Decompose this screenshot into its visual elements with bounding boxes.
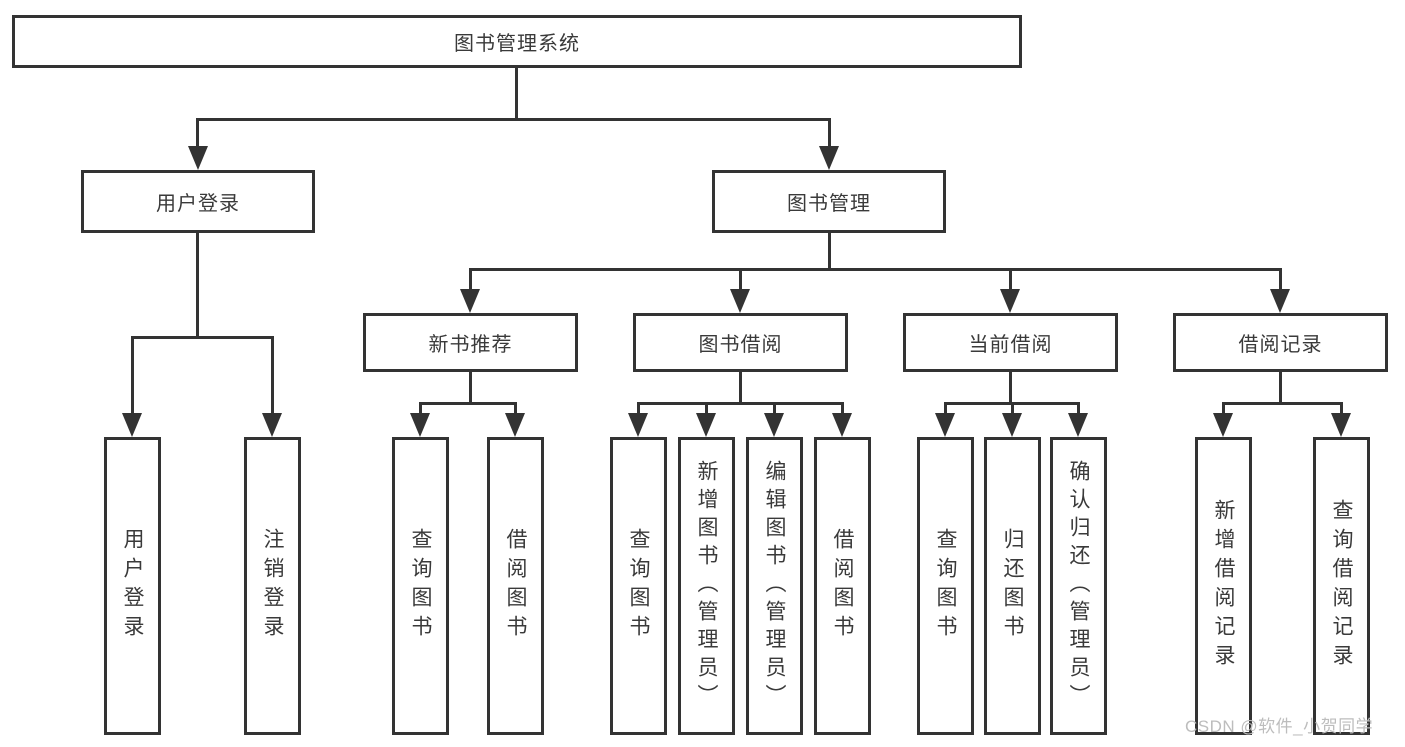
connector-line bbox=[944, 402, 947, 415]
arrow-down-icon bbox=[410, 413, 430, 437]
connector-line bbox=[1077, 402, 1080, 415]
arrow-down-icon bbox=[460, 289, 480, 313]
connector-line bbox=[271, 336, 274, 415]
connector-line bbox=[196, 233, 199, 339]
leaf-query-books-borrow: 查询图书 bbox=[610, 437, 667, 735]
node-current-borrow: 当前借阅 bbox=[903, 313, 1118, 372]
node-borrow-records: 借阅记录 bbox=[1173, 313, 1388, 372]
connector-line bbox=[419, 402, 422, 415]
connector-line bbox=[637, 402, 640, 415]
connector-line bbox=[131, 336, 274, 339]
arrow-down-icon bbox=[262, 413, 282, 437]
node-user-login: 用户登录 bbox=[81, 170, 315, 233]
connector-line bbox=[196, 118, 199, 148]
connector-line bbox=[1009, 268, 1012, 291]
node-library-management-system: 图书管理系统 bbox=[12, 15, 1022, 68]
connector-line bbox=[739, 268, 742, 291]
connector-line bbox=[514, 402, 517, 415]
arrow-down-icon bbox=[1068, 413, 1088, 437]
connector-line bbox=[469, 268, 472, 291]
connector-line bbox=[1279, 268, 1282, 291]
leaf-borrow-books-borrow: 借阅图书 bbox=[814, 437, 871, 735]
arrow-down-icon bbox=[1270, 289, 1290, 313]
connector-line bbox=[1340, 402, 1343, 415]
leaf-confirm-return-admin: 确认归还（管理员） bbox=[1050, 437, 1107, 735]
leaf-query-books-recommend: 查询图书 bbox=[392, 437, 449, 735]
leaf-add-book-admin: 新增图书（管理员） bbox=[678, 437, 735, 735]
connector-line bbox=[1222, 402, 1343, 405]
connector-line bbox=[419, 402, 517, 405]
connector-line bbox=[705, 402, 708, 415]
connector-line bbox=[1222, 402, 1225, 415]
leaf-add-borrow-record: 新增借阅记录 bbox=[1195, 437, 1252, 735]
arrow-down-icon bbox=[628, 413, 648, 437]
connector-line bbox=[841, 402, 844, 415]
leaf-user-login: 用户登录 bbox=[104, 437, 161, 735]
node-book-borrow: 图书借阅 bbox=[633, 313, 848, 372]
arrow-down-icon bbox=[1000, 289, 1020, 313]
node-book-management: 图书管理 bbox=[712, 170, 946, 233]
connector-line bbox=[131, 336, 134, 415]
arrow-down-icon bbox=[935, 413, 955, 437]
arrow-down-icon bbox=[764, 413, 784, 437]
connector-line bbox=[1279, 372, 1282, 405]
arrow-down-icon bbox=[188, 146, 208, 170]
node-new-book-recommend: 新书推荐 bbox=[363, 313, 578, 372]
arrow-down-icon bbox=[1002, 413, 1022, 437]
arrow-down-icon bbox=[832, 413, 852, 437]
csdn-watermark: CSDN @软件_小贺同学 bbox=[1185, 717, 1374, 736]
arrow-down-icon bbox=[696, 413, 716, 437]
connector-line bbox=[1009, 372, 1012, 405]
arrow-down-icon bbox=[730, 289, 750, 313]
arrow-down-icon bbox=[505, 413, 525, 437]
connector-line bbox=[469, 268, 1282, 271]
connector-line bbox=[469, 372, 472, 405]
connector-line bbox=[196, 118, 831, 121]
leaf-logout: 注销登录 bbox=[244, 437, 301, 735]
leaf-query-borrow-record: 查询借阅记录 bbox=[1313, 437, 1370, 735]
arrow-down-icon bbox=[122, 413, 142, 437]
connector-line bbox=[739, 372, 742, 405]
connector-line bbox=[637, 402, 844, 405]
arrow-down-icon bbox=[1331, 413, 1351, 437]
connector-line bbox=[828, 233, 831, 271]
connector-line bbox=[773, 402, 776, 415]
connector-line bbox=[828, 118, 831, 148]
leaf-return-book: 归还图书 bbox=[984, 437, 1041, 735]
connector-line bbox=[515, 68, 518, 121]
arrow-down-icon bbox=[819, 146, 839, 170]
leaf-query-books-current: 查询图书 bbox=[917, 437, 974, 735]
arrow-down-icon bbox=[1213, 413, 1233, 437]
leaf-edit-book-admin: 编辑图书（管理员） bbox=[746, 437, 803, 735]
connector-line bbox=[1011, 402, 1014, 415]
leaf-borrow-books-recommend: 借阅图书 bbox=[487, 437, 544, 735]
